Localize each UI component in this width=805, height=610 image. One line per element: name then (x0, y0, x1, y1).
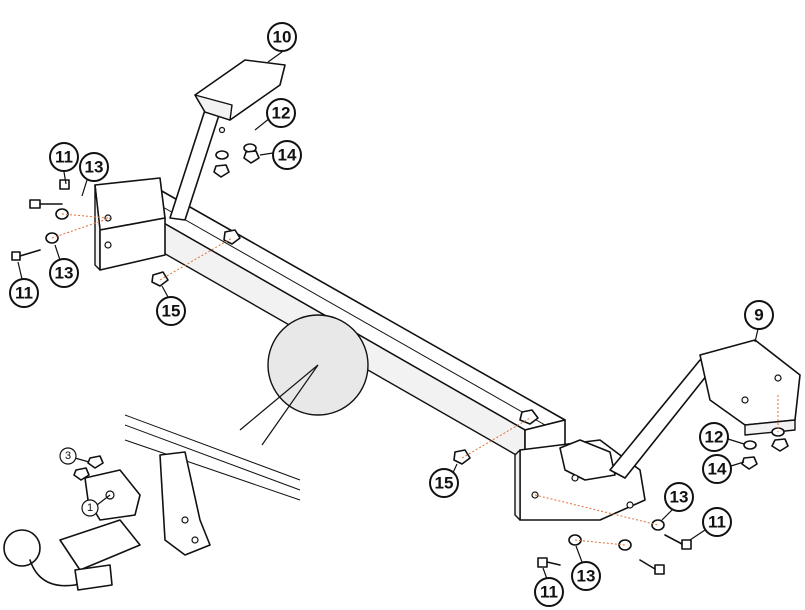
svg-text:1: 1 (87, 502, 93, 514)
svg-text:15: 15 (435, 474, 454, 493)
svg-text:13: 13 (670, 488, 689, 507)
callout-1: 1 (81, 494, 111, 517)
svg-text:11: 11 (708, 513, 726, 532)
callout-12-right: 12 (699, 422, 745, 452)
svg-text:12: 12 (705, 428, 724, 447)
svg-text:15: 15 (162, 302, 181, 321)
callout-11-left: 11 (9, 261, 39, 308)
callout-14-top: 14 (259, 140, 302, 170)
callout-15-left: 15 (156, 285, 186, 326)
detail-zoom-circle (239, 314, 369, 446)
ball-coupling-detail (3, 414, 301, 591)
svg-text:11: 11 (540, 583, 558, 602)
svg-text:13: 13 (55, 264, 74, 283)
svg-text:13: 13 (85, 158, 104, 177)
svg-text:10: 10 (273, 28, 292, 47)
svg-text:11: 11 (15, 284, 33, 303)
left-end-bracket (94, 177, 166, 271)
right-arm-part-9 (609, 339, 801, 479)
fasteners (11, 143, 789, 575)
callout-11-top-left: 11 (49, 142, 79, 185)
tow-ball-icon (3, 529, 41, 567)
svg-text:11: 11 (55, 148, 73, 167)
left-arm-part-10 (169, 59, 286, 221)
callout-11-bottom: 11 (534, 567, 564, 607)
callout-9: 9 (744, 300, 774, 343)
callout-15-right: 15 (429, 463, 459, 498)
svg-text:9: 9 (754, 306, 763, 325)
right-end-bracket (514, 439, 646, 521)
callout-14-right: 14 (702, 454, 745, 484)
svg-text:14: 14 (278, 146, 297, 165)
svg-text:13: 13 (577, 567, 596, 586)
callout-13-left: 13 (49, 244, 79, 288)
callout-12-top: 12 (254, 98, 296, 131)
callout-11-right: 11 (689, 507, 732, 541)
bolt-icon (29, 199, 41, 209)
callout-13-right: 13 (661, 482, 694, 521)
callout-3: 3 (59, 447, 90, 465)
svg-text:14: 14 (708, 460, 727, 479)
callout-13-top-left: 13 (79, 152, 109, 197)
svg-text:12: 12 (272, 104, 291, 123)
callout-13-bottom: 13 (571, 545, 601, 591)
callout-10: 10 (267, 22, 297, 63)
svg-text:3: 3 (65, 450, 71, 462)
